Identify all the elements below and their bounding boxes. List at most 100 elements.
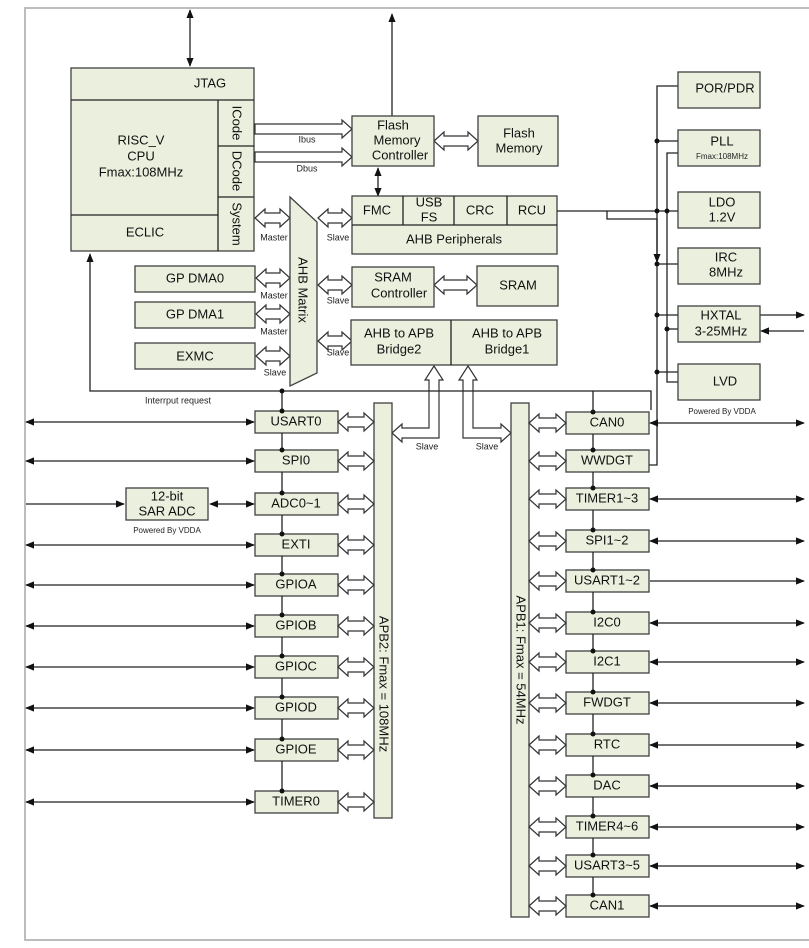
apb1-peripheral-label: USART3~5 <box>574 857 640 872</box>
gp-dma1-label: GP DMA1 <box>166 306 224 321</box>
bridge1-label-1: AHB to APB <box>472 325 542 340</box>
slave-label-apb1: Slave <box>476 441 499 451</box>
apb2-label: APB2: Fmax = 108MHz <box>377 616 392 752</box>
apb2-peripheral-label: GPIOB <box>275 617 316 632</box>
apb2-peripheral-label: TIMER0 <box>272 793 320 808</box>
apb1-peripheral-label: CAN1 <box>590 897 625 912</box>
apb1-peripheral-label: I2C1 <box>593 653 620 668</box>
diagram-frame <box>24 7 809 941</box>
apb1-bus-arrow <box>528 895 567 917</box>
apb2-bus <box>373 402 393 819</box>
apb2-bus-arrow <box>337 574 375 596</box>
master-label-cpu: Master <box>260 232 288 242</box>
apb1-bus <box>510 402 530 918</box>
apb1-bus-arrow <box>528 530 567 552</box>
usb-label-2: FS <box>421 209 438 224</box>
apb1-bus-arrow <box>528 816 567 838</box>
apb1-peripheral-label: SPI1~2 <box>585 532 628 547</box>
apb2-peripheral-label: GPIOD <box>275 699 317 714</box>
cpu-system-arrow <box>254 207 291 229</box>
ldo <box>677 191 761 229</box>
eclic-label: ECLIC <box>126 224 164 239</box>
sram-ctrl-label-2: Controller <box>371 285 428 300</box>
ahb-peripherals: FMC USB FS CRC RCU AHB Peripherals <box>351 194 558 255</box>
cpu-outer <box>70 67 255 252</box>
lvd-label: LVD <box>713 373 737 388</box>
dcode-label: DCode <box>230 151 245 191</box>
bridge1-apb1-arrow <box>457 364 512 444</box>
apb2-peripheral-label: ADC0~1 <box>271 495 321 510</box>
por-pdr <box>677 71 761 109</box>
apb1-bus-arrow <box>528 412 567 434</box>
apb2-bus-arrow <box>337 656 375 678</box>
apb2-peripheral-label: GPIOE <box>275 741 317 756</box>
adc-powered-label: Powered By VDDA <box>133 526 201 535</box>
hxtal-label: HXTAL <box>701 307 742 322</box>
flash-memory <box>477 115 559 167</box>
interrupt-label: Interrput request <box>145 395 212 405</box>
ibus-label: Ibus <box>298 134 316 144</box>
apb2-bus-arrow <box>337 450 375 472</box>
irc <box>677 247 761 285</box>
sar-adc <box>125 487 209 521</box>
apb2-bus-arrow <box>337 697 375 719</box>
hxtal-freq: 3-25MHz <box>695 323 748 338</box>
apb1-peripheral-label: TIMER1~3 <box>576 490 639 505</box>
slave-label-sram: Slave <box>327 295 350 305</box>
apb1-peripheral-label: I2C0 <box>593 614 620 629</box>
bridge2-label-1: AHB to APB <box>364 325 434 340</box>
apb1-peripheral-label: DAC <box>593 777 620 792</box>
cpu-label-2: CPU <box>127 148 154 163</box>
apb2-bus-arrow <box>337 791 375 813</box>
sram-controller <box>351 266 435 308</box>
apb2-peripheral-label: EXTI <box>282 536 311 551</box>
ahb-periph-arrow <box>317 207 353 229</box>
exmc-arrow <box>255 345 291 367</box>
exmc-label: EXMC <box>176 348 214 363</box>
apb1-bus-arrow <box>528 855 567 877</box>
apb1-bus-arrow <box>528 651 567 673</box>
system-label: System <box>230 202 245 245</box>
flash-mem-label-2: Memory <box>496 140 543 155</box>
pll-label: PLL <box>710 133 733 148</box>
gp-dma0 <box>134 265 256 293</box>
cpu-label-3: Fmax:108MHz <box>99 164 184 179</box>
ibus-arrow <box>254 118 353 140</box>
apb1-peripheral-label: FWDGT <box>583 694 631 709</box>
slave-label-ahbp: Slave <box>327 232 350 242</box>
apb2-bus-arrow <box>337 739 375 761</box>
usb-label-1: USB <box>416 194 443 209</box>
apb2-peripherals: USART0SPI0ADC0~1EXTIGPIOAGPIOBGPIOCGPIOD… <box>25 408 375 814</box>
slave-label-exmc: Slave <box>264 367 287 377</box>
slave-label-bridge: Slave <box>327 347 350 357</box>
flash-ctrl-label-3: Controller <box>372 147 429 162</box>
ahb-peripherals-label: AHB Peripherals <box>406 231 503 246</box>
flash-ctrl-label-2: Memory <box>374 132 421 147</box>
crc-label: CRC <box>466 202 494 217</box>
hxtal <box>677 305 761 343</box>
apb1-bus-arrow <box>528 692 567 714</box>
sar-adc-label-1: 12-bit <box>151 488 184 503</box>
apb1-bus-arrow <box>528 570 567 592</box>
flash-memory-controller <box>351 115 435 167</box>
bus-arrows <box>254 118 512 444</box>
pll <box>677 129 761 167</box>
sar-adc-label-2: SAR ADC <box>138 503 195 518</box>
lvd <box>677 363 761 401</box>
apb2-peripheral-label: USART0 <box>270 413 321 428</box>
pll-fmax: Fmax:108MHz <box>696 152 748 161</box>
apb1-label: APB1: Fmax = 54MHz <box>514 596 529 725</box>
bridge2-apb2-arrow <box>391 364 445 444</box>
fmc-label: FMC <box>363 202 391 217</box>
gp-dma1 <box>134 301 256 329</box>
por-label: POR/PDR <box>695 80 754 95</box>
irc-label: IRC <box>715 249 737 264</box>
apb2-peripheral-label: GPIOA <box>275 576 317 591</box>
apb2-bus-arrow <box>337 534 375 556</box>
dbus-label: Dbus <box>296 163 318 173</box>
ldo-voltage: 1.2V <box>709 209 736 224</box>
cpu-label-1: RISC_V <box>118 132 165 147</box>
apb1-bus-arrow <box>528 488 567 510</box>
dbus-arrow <box>254 146 353 168</box>
